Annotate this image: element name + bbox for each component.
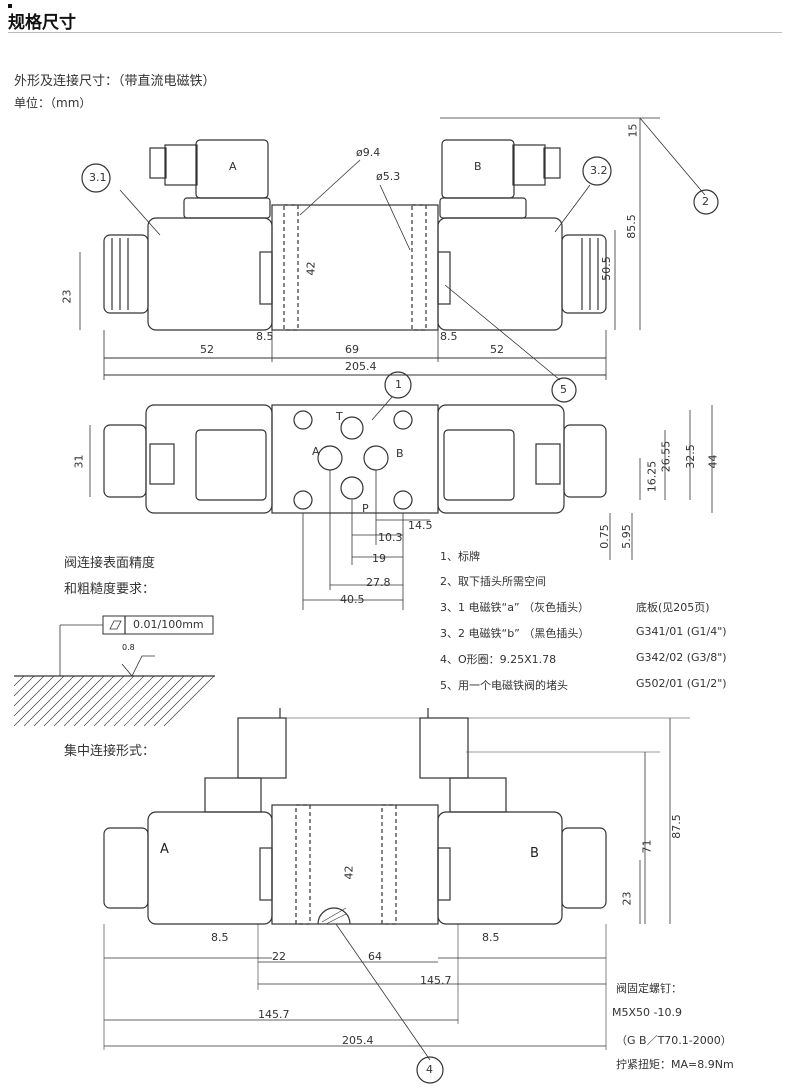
dim-8-5-right: 8.5 xyxy=(440,330,458,343)
dim-205-4-central: 205.4 xyxy=(342,1034,374,1047)
subplate-face xyxy=(271,404,439,514)
dim-8-5-central-right: 8.5 xyxy=(482,931,500,944)
dim-52-left: 52 xyxy=(200,343,214,356)
dim-44: 44 xyxy=(706,454,720,469)
balloon-1-label: 1 xyxy=(395,378,402,391)
solenoid-b xyxy=(437,217,563,331)
note-4: 4、O形圈：9.25X1.78 xyxy=(440,653,557,666)
dim-205-4-top: 205.4 xyxy=(345,360,377,373)
subplate-g341: G341/01 (G1/4") xyxy=(636,625,727,638)
dim-32-5: 32.5 xyxy=(683,444,697,469)
title-mark xyxy=(8,4,12,8)
dim-8-5-central-left: 8.5 xyxy=(211,931,229,944)
surface-caption-2: 和粗糙度要求： xyxy=(64,582,156,597)
port-b-label: B xyxy=(396,447,404,460)
dim-87-5: 87.5 xyxy=(669,814,683,839)
dimensions-caption: 外形及连接尺寸：（带直流电磁铁） xyxy=(14,74,216,89)
note-3-1: 3、1 电磁铁“a” （灰色插头） xyxy=(440,601,590,614)
dim-22: 22 xyxy=(272,950,286,963)
dim-31: 31 xyxy=(72,454,86,469)
dim-52-right: 52 xyxy=(490,343,504,356)
solenoid-a xyxy=(147,217,273,331)
port-p-label: P xyxy=(362,502,369,515)
balloon-3-2-label: 3.2 xyxy=(590,164,608,177)
surface-caption-1: 阀连接表面精度 xyxy=(64,556,156,571)
bolt-torque: 拧紧扭矩：MA=8.9Nm xyxy=(616,1058,734,1071)
dim-64: 64 xyxy=(368,950,382,963)
central-view xyxy=(103,708,690,1084)
dim-15: 15 xyxy=(626,123,640,138)
balloon-4-label: 4 xyxy=(426,1063,433,1076)
plug-a-gland xyxy=(164,144,198,186)
solenoid-b-central xyxy=(437,811,563,925)
dim-71: 71 xyxy=(640,839,654,854)
port-t-label: T xyxy=(336,410,343,423)
dim-10-3: 10.3 xyxy=(378,531,403,544)
balloon-2-label: 2 xyxy=(702,195,709,208)
balloon-3-1 xyxy=(81,163,111,193)
central-coil-b: B xyxy=(530,846,539,861)
solenoid-a-central xyxy=(147,811,273,925)
dim-16-25: 16.25 xyxy=(645,460,659,493)
plan-view xyxy=(89,371,713,610)
unit-caption: 单位：（mm） xyxy=(14,96,92,110)
subplate-ref: 底板(见205页) xyxy=(636,601,710,614)
flatness-value: 0.01/100mm xyxy=(133,618,204,631)
dim-8-5-left: 8.5 xyxy=(256,330,274,343)
dim-145-7-lower: 145.7 xyxy=(258,1008,290,1021)
coil-a-label: A xyxy=(229,160,237,173)
bolt-spec: M5X50 -10.9 xyxy=(612,1006,682,1019)
knurled-nut-b xyxy=(561,234,607,314)
dim-50-5: 50.5 xyxy=(599,256,613,281)
dim-40-5: 40.5 xyxy=(340,593,365,606)
note-2: 2、取下插头所需空间 xyxy=(440,575,546,588)
dim-0-75: 0.75 xyxy=(597,524,611,549)
balloon-1 xyxy=(384,371,412,399)
roughness-value: 0.8 xyxy=(122,643,135,652)
dim-27-8: 27.8 xyxy=(366,576,391,589)
central-body xyxy=(271,804,439,925)
oring-seat xyxy=(317,907,351,925)
title-divider xyxy=(8,32,782,33)
dim-42-central: 42 xyxy=(342,865,356,880)
note-1: 1、标牌 xyxy=(440,550,480,563)
balloon-3-1-label: 3.1 xyxy=(89,171,107,184)
dim-145-7-upper: 145.7 xyxy=(420,974,452,987)
plug-a-nut xyxy=(149,147,167,179)
central-caption: 集中连接形式： xyxy=(64,744,156,759)
dim-85-5: 85.5 xyxy=(624,214,638,239)
dim-23-central: 23 xyxy=(620,891,634,906)
valve-body xyxy=(271,204,439,331)
knurled-nut-a xyxy=(103,234,149,314)
port-a-label: A xyxy=(312,445,320,458)
dim-23-top: 23 xyxy=(60,289,74,304)
note-3-2: 3、2 电磁铁“b” （黑色插头） xyxy=(440,627,590,640)
bolt-standard: （G B／T70.1-2000） xyxy=(616,1034,732,1047)
subplate-g502: G502/01 (G1/2") xyxy=(636,677,727,690)
dim-19: 19 xyxy=(372,552,386,565)
dim-phi9-4: ø9.4 xyxy=(356,146,381,159)
dim-26-55: 26.55 xyxy=(659,440,673,473)
dim-5-95: 5.95 xyxy=(619,524,633,549)
dim-phi5-3: ø5.3 xyxy=(376,170,401,183)
balloon-5-label: 5 xyxy=(560,383,567,396)
note-5: 5、用一个电磁铁阀的堵头 xyxy=(440,679,568,692)
spring-a xyxy=(259,251,273,305)
bolt-caption: 阀固定螺钉： xyxy=(616,982,682,995)
central-coil-a: A xyxy=(160,842,169,857)
balloon-4 xyxy=(416,1056,444,1084)
page-title: 规格尺寸 xyxy=(8,13,76,33)
surface-spec xyxy=(13,615,215,727)
dim-42-top: 42 xyxy=(304,261,318,276)
dim-69: 69 xyxy=(345,343,359,356)
balloon-3-2 xyxy=(582,156,612,186)
balloon-5 xyxy=(551,377,577,403)
dim-14-5: 14.5 xyxy=(408,519,433,532)
coil-b-label: B xyxy=(474,160,482,173)
balloon-2 xyxy=(693,189,719,215)
subplate-g342: G342/02 (G3/8") xyxy=(636,651,727,664)
top-view xyxy=(79,117,719,403)
